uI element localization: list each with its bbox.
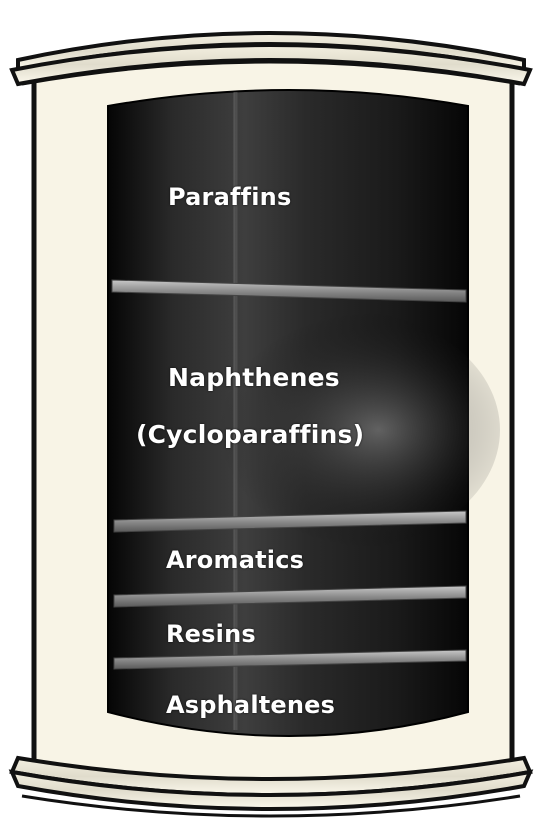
layer-label-cycloparaffins: (Cycloparaffins) [136, 420, 364, 449]
layer-label-paraffins: Paraffins [168, 183, 291, 211]
layer-label-resins: Resins [166, 620, 256, 648]
layer-label-naphthenes: Naphthenes [168, 363, 340, 392]
layer-label-aromatics: Aromatics [166, 546, 304, 574]
layer-label-asphaltenes: Asphaltenes [166, 691, 335, 719]
